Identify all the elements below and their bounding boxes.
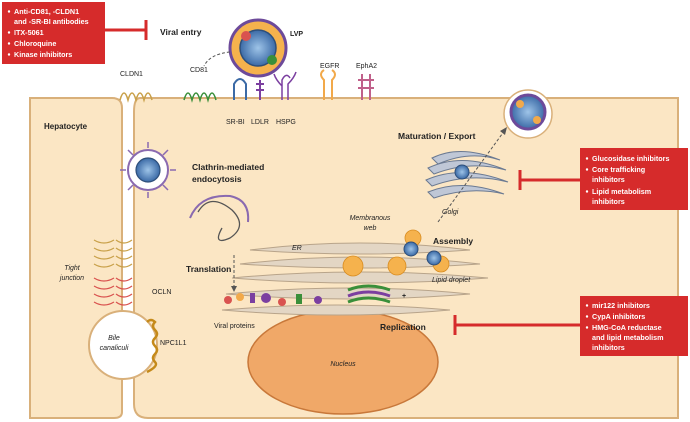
hepatocyte-label: Hepatocyte (44, 122, 88, 131)
replication-inhibitor-item-0: mir122 inhibitors (592, 301, 650, 310)
maturation-label: Maturation / Export (398, 131, 476, 141)
entry-inhibitor-item-3: Chloroquine (14, 39, 56, 48)
exiting-virion (503, 89, 553, 139)
tight-junction-label-2: junction (59, 275, 84, 282)
bile-canaliculus: Bile canaliculi (88, 310, 158, 380)
tight-junction (93, 239, 133, 306)
entry-inhibitor-item-4: Kinase inhibitors (14, 50, 72, 59)
entry-inhibitor-item-2: ITX-5061 (14, 28, 44, 37)
entry-inhibitor-box (2, 2, 105, 64)
npc1l1-label: NPC1L1 (160, 340, 187, 347)
replication-inhibitor-item-3: and lipid metabolism (592, 333, 664, 342)
replication-inhibitor-item-2: HMG-CoA reductase (592, 323, 662, 332)
entry-inhibition-bar (105, 20, 148, 40)
translation-rna (197, 200, 241, 242)
egfr-label: EGFR (320, 63, 339, 70)
clathrin-label-2: endocytosis (192, 174, 242, 184)
export-inhibitor-item-2: inhibitors (592, 175, 625, 184)
hspg-receptor (273, 71, 297, 100)
replication-inhibitor-item-4: inhibitors (592, 343, 625, 352)
er-label: ER (292, 245, 302, 252)
translation-label: Translation (186, 264, 231, 274)
viral-entry-label: Viral entry (160, 27, 202, 37)
clathrin-endocytosis-virion (120, 142, 176, 198)
export-inhibitor-item-4: inhibitors (592, 197, 625, 206)
entry-inhibitor-list: Anti-CD81, -CLDN1 and -SR-BI antibodies … (7, 7, 89, 59)
lipid-droplet-label: Lipid droplet (432, 277, 471, 284)
entry-inhibitor-item-1: and -SR-BI antibodies (14, 17, 89, 26)
export-arrowhead (500, 127, 507, 135)
membranous-web-label-2: web (364, 225, 377, 232)
epha2-label: EphA2 (356, 63, 377, 70)
golgi (425, 150, 509, 199)
endosome (189, 194, 250, 223)
translation-arrowhead (231, 286, 237, 292)
hspg-label: HSPG (276, 119, 296, 126)
export-inhibitor-list: Glucosidase inhibitors Core trafficking … (585, 154, 669, 206)
bile-canaliculi-label-1: Bile (108, 335, 120, 342)
clathrin-label-1: Clathrin-mediated (192, 162, 264, 172)
replication-inhibitor-box (580, 296, 688, 356)
replication-inhibition-bar (453, 315, 580, 335)
tight-junction-label-1: Tight (64, 265, 81, 272)
assembly-label: Assembly (433, 236, 473, 246)
export-arrow (437, 129, 506, 223)
replication-inhibitor-item-1: CypA inhibitors (592, 312, 645, 321)
replication-inhibitor-list: mir122 inhibitors CypA inhibitors HMG-Co… (585, 301, 664, 352)
golgi-label: Golgi (442, 209, 459, 216)
membranous-web-label-1: Membranous (350, 215, 391, 222)
viral-proteins-label: Viral proteins (214, 323, 255, 330)
cd81-receptor (183, 92, 217, 103)
ocln-label: OCLN (152, 289, 171, 296)
export-inhibition-bar (518, 170, 580, 190)
nucleus-label: Nucleus (330, 361, 356, 368)
epha2-receptor (358, 74, 374, 100)
export-inhibitor-item-3: Lipid metabolism (592, 187, 651, 196)
cd81-label: CD81 (190, 67, 208, 74)
export-inhibitor-item-0: Glucosidase inhibitors (592, 154, 669, 163)
npc1l1-receptor (146, 318, 159, 374)
endoplasmic-reticulum (221, 242, 489, 316)
cldn1-label: CLDN1 (120, 71, 143, 78)
entry-inhibitor-item-0: Anti-CD81, -CLDN1 (14, 7, 79, 16)
viral-proteins (224, 293, 322, 306)
cldn1-receptor (119, 92, 153, 103)
srbi-label: SR-BI (226, 119, 245, 126)
replication-complex (347, 284, 391, 304)
assembling-virions (403, 241, 442, 266)
srbi-receptor (233, 78, 247, 100)
export-inhibitor-item-1: Core trafficking (592, 165, 645, 174)
egfr-receptor (320, 69, 336, 100)
entry-arrow (203, 51, 231, 67)
lvp-virion (228, 18, 288, 78)
replication-label: Replication (380, 322, 426, 332)
export-inhibitor-box (580, 148, 688, 210)
ldlr-label: LDLR (251, 119, 269, 126)
ldlr-receptor (256, 80, 264, 100)
plus-strand-label: + (402, 293, 406, 300)
bile-canaliculi-label-2: canaliculi (100, 345, 129, 352)
lvp-label: LVP (290, 31, 303, 38)
